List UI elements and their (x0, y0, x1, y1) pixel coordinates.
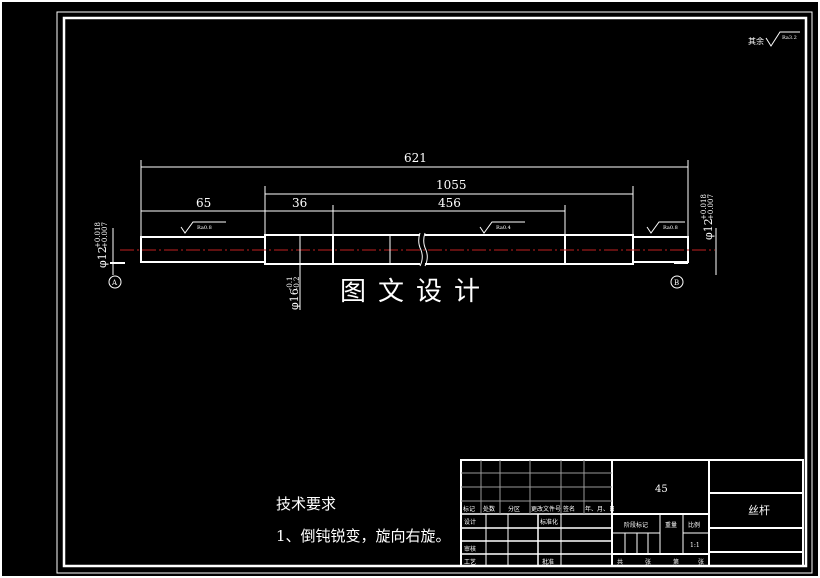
tb-header-count: 处数 (483, 505, 495, 513)
tb-process: 工艺 (464, 558, 476, 566)
tb-scale: 1:1 (690, 542, 700, 549)
outer-border (56, 11, 813, 574)
tb-part-name: 丝杆 (748, 503, 770, 517)
dim-left-section: 65 (196, 196, 211, 210)
dim-overall: 621 (404, 151, 427, 165)
tb-review: 审核 (464, 545, 476, 553)
tb-header-zone: 分区 (508, 505, 520, 513)
tb-header-doc: 更改文件号 (531, 505, 561, 513)
tb-header-date: 年、月、日 (585, 505, 615, 513)
dimension-lines (140, 160, 689, 240)
roughness-symbol-icon (765, 31, 800, 47)
tech-requirement-item: 1、倒钝锐变，旋向右旋。 (276, 527, 451, 545)
boss-tol-lower: -0.2 (293, 277, 301, 291)
tech-requirements-title: 技术要求 (276, 495, 336, 513)
title-block (460, 459, 804, 567)
left-tol-lower: +0.007 (101, 222, 109, 248)
datum-b: B (674, 279, 679, 287)
tb-sheets-total-label: 共 (617, 558, 623, 566)
tb-sheet-no-label: 第 (673, 558, 679, 566)
left-diameter: φ12 (96, 246, 109, 268)
tb-design: 设计 (464, 518, 476, 526)
boss-tol-upper: -0.1 (286, 277, 294, 291)
roughness-2: Ra0.4 (496, 225, 511, 231)
tb-header-mark: 标记 (463, 505, 475, 513)
tb-stage-mark: 阶段标记 (624, 521, 648, 529)
tb-header-sign: 签名 (563, 505, 575, 513)
tb-sheet-no-unit: 张 (698, 558, 704, 566)
tb-standardization: 标准化 (540, 518, 558, 526)
dim-boss: 36 (292, 196, 307, 210)
left-tol-upper: +0.018 (94, 222, 102, 248)
boss-diameter: φ16 (288, 288, 301, 310)
dim-thread: 456 (438, 196, 461, 210)
tb-sheets-total-unit: 张 (645, 558, 651, 566)
tb-weight: 重量 (665, 521, 677, 529)
general-roughness-label: 其余 (748, 36, 764, 46)
roughness-marks (180, 221, 685, 234)
inner-border (62, 16, 808, 568)
tb-ratio: 比例 (688, 521, 700, 529)
watermark: 图文设计 (340, 277, 492, 307)
tb-material: 45 (655, 484, 668, 495)
dim-middle: 1055 (436, 178, 467, 192)
tb-approve: 批准 (542, 558, 554, 566)
right-tol-upper: +0.018 (700, 194, 708, 220)
right-tol-lower: +0.007 (707, 194, 715, 220)
roughness-3: Ra0.8 (663, 225, 678, 231)
right-diameter: φ12 (702, 218, 715, 240)
roughness-1: Ra0.8 (197, 225, 212, 231)
general-roughness-value: Ra3.2 (782, 35, 797, 41)
datum-a: A (111, 279, 118, 287)
